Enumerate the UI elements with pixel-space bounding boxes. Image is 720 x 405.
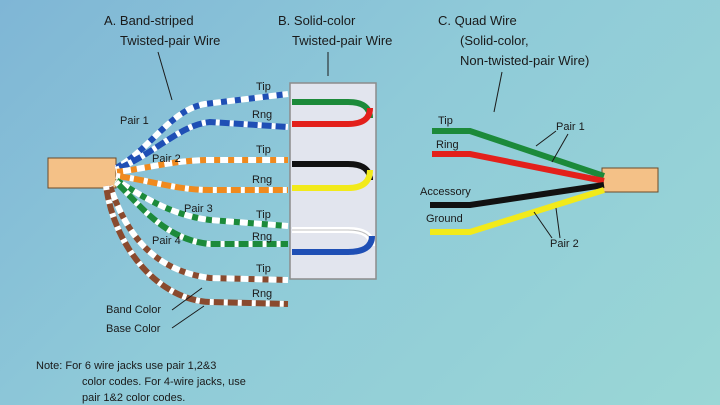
label-band-color: Band Color (106, 304, 161, 316)
label-pair-3: Pair 3 (184, 203, 213, 215)
label-ring-4: Rng (252, 288, 272, 300)
footnote-line-1: Note: For 6 wire jacks use pair 1,2&3 (36, 360, 217, 372)
footnote-line-2: color codes. For 4-wire jacks, use (82, 376, 246, 388)
label-tip-3: Tip (256, 209, 271, 221)
pair1-tip-wire (114, 91, 289, 171)
label-quad-ring: Ring (436, 139, 459, 151)
pair2-tip-band (115, 157, 288, 175)
pair-2-wires (115, 157, 288, 193)
pair4-tip-band (107, 185, 289, 283)
section-a: A. Band-striped Twisted-pair Wire (47, 13, 289, 335)
loop3-blue (292, 235, 375, 255)
pair1-ring-band (114, 118, 289, 173)
pair-1-wires (114, 91, 289, 173)
pair3-ring-band (113, 179, 288, 247)
footnote: Note: For 6 wire jacks use pair 1,2&3 co… (36, 358, 366, 405)
footnote-line-3: pair 1&2 color codes. (82, 392, 186, 404)
leader-quad-pair1a (535, 130, 557, 147)
label-ring-3: Rng (252, 231, 272, 243)
pair4-tip-wire (107, 185, 289, 283)
pair3-tip-band (114, 177, 289, 229)
label-ring-1: Rng (252, 109, 272, 121)
leader-quad-pair1b (551, 133, 569, 163)
heading-c-line1: C. Quad Wire (438, 13, 517, 28)
loop2-yellow (292, 169, 373, 191)
label-quad-pair-1: Pair 1 (556, 121, 585, 133)
jacket-c (601, 167, 659, 193)
leader-quad-pair2b (555, 207, 561, 239)
label-quad-ground: Ground (426, 213, 463, 225)
label-ring-2: Rng (252, 174, 272, 186)
leader-a (157, 51, 173, 101)
quad-ring-red (432, 151, 605, 184)
label-pair-4: Pair 4 (152, 235, 181, 247)
label-base-color: Base Color (106, 323, 161, 335)
leader-c (493, 71, 503, 113)
leader-band-color (171, 287, 203, 311)
leader-quad-pair2a (533, 211, 553, 239)
label-tip-1: Tip (256, 81, 271, 93)
section-b: B. Solid-color Twisted-pair Wire (278, 13, 392, 280)
heading-a-line2: Twisted-pair Wire (120, 33, 220, 48)
heading-b-line1: B. Solid-color (278, 13, 356, 28)
pair1-tip-band (114, 91, 289, 171)
heading-b-line2: Twisted-pair Wire (292, 33, 392, 48)
pair4-ring-wire (103, 185, 289, 307)
panel-b (289, 82, 377, 280)
jacket-a (47, 157, 117, 189)
quad-ground-yellow (430, 187, 605, 235)
section-c: C. Quad Wire (Solid-color, Non-twisted-p… (420, 13, 659, 250)
label-quad-accessory: Accessory (420, 186, 471, 198)
label-pair-2: Pair 2 (152, 153, 181, 165)
label-pair-1: Pair 1 (120, 115, 149, 127)
quad-tip-green (432, 128, 605, 179)
quad-accessory-black (430, 182, 605, 208)
leader-base-color (171, 305, 205, 329)
label-tip-4: Tip (256, 263, 271, 275)
pair2-ring-wire (115, 173, 288, 193)
pair-4-wires (103, 185, 289, 307)
label-tip-2: Tip (256, 144, 271, 156)
loop1-red (292, 107, 373, 127)
heading-a-line1: A. Band-striped (104, 13, 194, 28)
label-quad-pair-2: Pair 2 (550, 238, 579, 250)
label-quad-tip: Tip (438, 115, 453, 127)
pair-3-wires (113, 177, 289, 247)
heading-c-line2: (Solid-color, (460, 33, 529, 48)
pair3-tip-wire (114, 177, 289, 229)
heading-c-line3: Non-twisted-pair Wire) (460, 53, 589, 68)
